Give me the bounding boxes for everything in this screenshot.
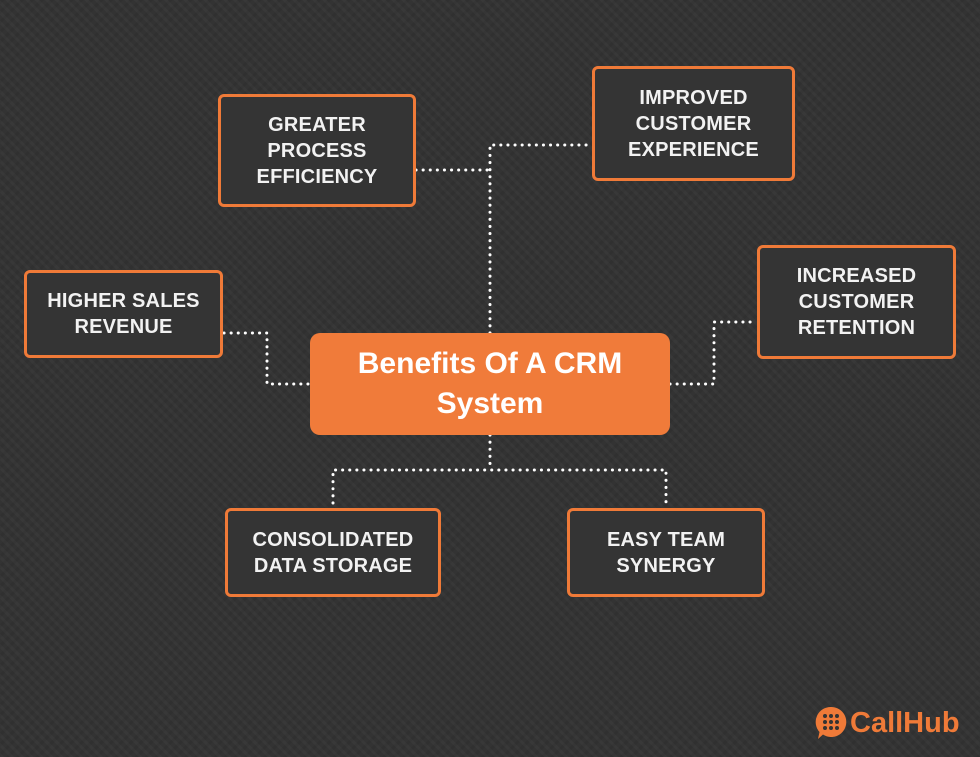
node-higher-sales-revenue: HIGHER SALES REVENUE xyxy=(24,270,223,358)
chat-bubble-keypad-icon xyxy=(815,706,847,739)
node-increased-customer-retention: INCREASED CUSTOMER RETENTION xyxy=(757,245,956,359)
center-node-label: Benefits Of A CRM System xyxy=(357,347,623,420)
brand-name: CallHub xyxy=(850,706,960,739)
node-label: IMPROVED CUSTOMER EXPERIENCE xyxy=(628,86,759,161)
connector-increased-customer-retention xyxy=(668,320,758,386)
connector-higher-sales-revenue xyxy=(222,331,312,386)
connector-improved-customer-experience xyxy=(488,143,590,335)
connector-bottom-branches xyxy=(331,468,668,505)
node-consolidated-data-storage: CONSOLIDATED DATA STORAGE xyxy=(225,508,441,597)
node-label: CONSOLIDATED DATA STORAGE xyxy=(252,528,414,577)
node-label: GREATER PROCESS EFFICIENCY xyxy=(256,113,378,188)
node-greater-process-efficiency: GREATER PROCESS EFFICIENCY xyxy=(218,94,416,207)
node-easy-team-synergy: EASY TEAM SYNERGY xyxy=(567,508,765,597)
node-improved-customer-experience: IMPROVED CUSTOMER EXPERIENCE xyxy=(592,66,795,181)
center-node-title: Benefits Of A CRM System xyxy=(310,333,670,435)
callhub-logo: CallHub xyxy=(814,705,960,741)
node-label: EASY TEAM SYNERGY xyxy=(606,528,726,577)
node-label: HIGHER SALES REVENUE xyxy=(47,290,200,338)
node-label: INCREASED CUSTOMER RETENTION xyxy=(796,265,917,339)
